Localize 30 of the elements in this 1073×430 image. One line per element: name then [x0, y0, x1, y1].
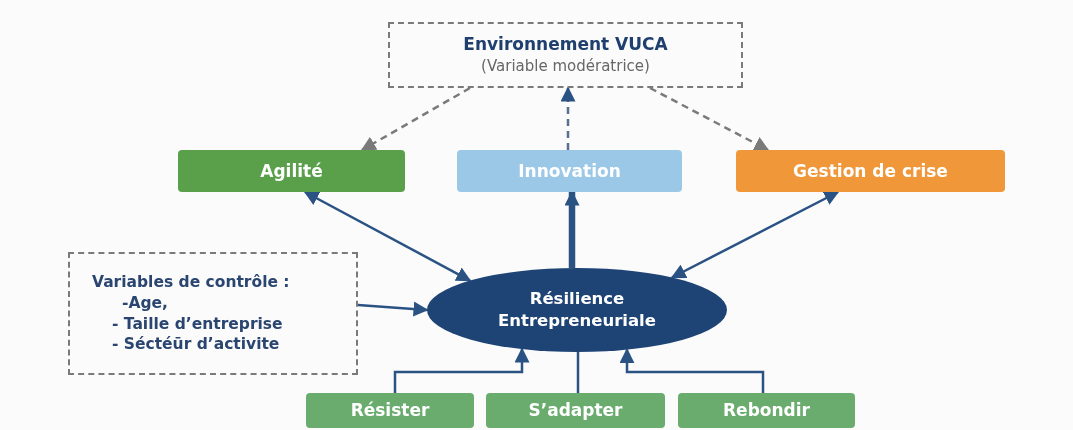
process-box	[178, 150, 405, 192]
arrow	[649, 86, 770, 152]
arrow	[619, 348, 765, 393]
node-label: Rebondir	[723, 399, 810, 422]
node-label: (Variable modératrice)	[481, 56, 650, 77]
title-text: Environnement VUCA	[463, 33, 668, 57]
arrow	[303, 190, 472, 282]
process-box	[306, 393, 474, 428]
process-box	[486, 393, 665, 428]
node-label: S’adapter	[528, 399, 623, 422]
process-box	[736, 150, 1005, 192]
node-label: - Taille d’entreprise	[112, 313, 283, 335]
node-label: Innovation	[518, 159, 621, 183]
node-label: Résilience Entrepreneuriale	[497, 287, 657, 332]
arrow	[560, 86, 576, 150]
node-label: Variables de contrôle :	[92, 271, 290, 293]
node-label: Résister	[350, 399, 430, 422]
process-box	[678, 393, 855, 428]
dashed-box	[68, 252, 358, 375]
arrow	[393, 347, 530, 393]
node-label: Agilité	[260, 159, 323, 183]
node-label: - Séctéūr d’activite	[112, 334, 280, 356]
arrow	[360, 86, 471, 152]
arrow	[357, 301, 429, 317]
arrow	[670, 190, 840, 279]
arrow	[564, 190, 580, 268]
node-label: Gestion de crise	[793, 159, 948, 183]
process-box	[457, 150, 682, 192]
dashed-box	[388, 22, 743, 88]
node-label: -Age,	[122, 292, 168, 314]
